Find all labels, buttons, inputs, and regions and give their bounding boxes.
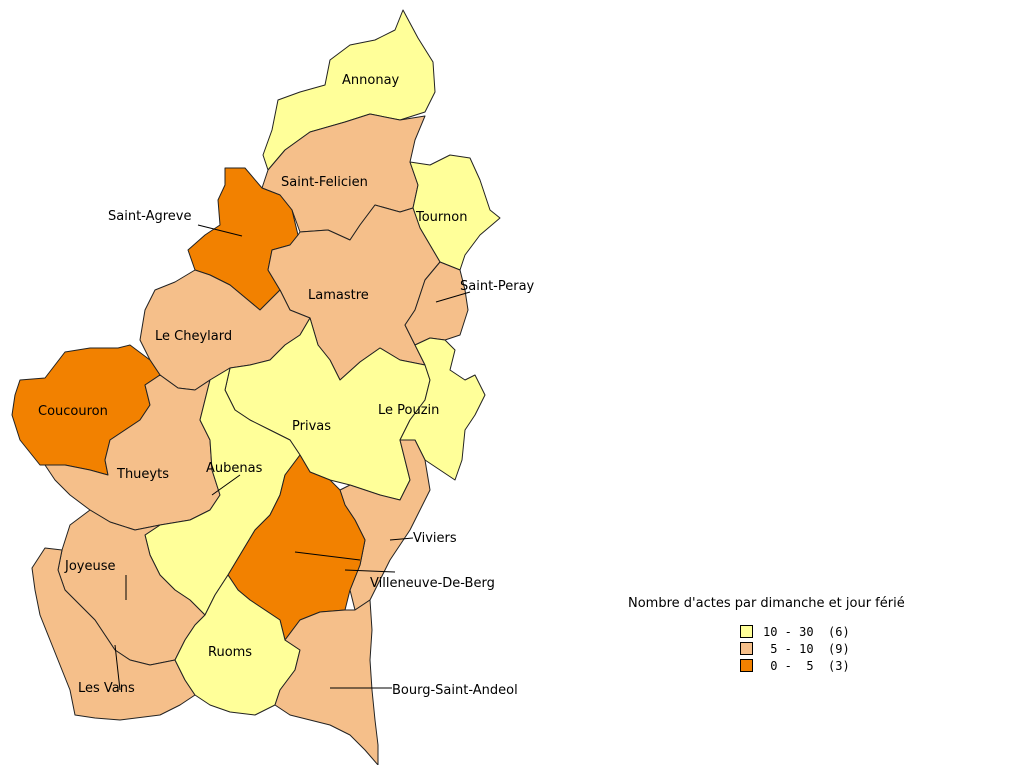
legend-range-5-10: 5 - 10 (9) [763, 641, 850, 656]
label-lamastre: Lamastre [308, 288, 369, 303]
label-viviers: Viviers [413, 531, 457, 546]
label-villeneuve-de-berg: Villeneuve-De-Berg [370, 576, 495, 591]
leader-viviers [389, 537, 414, 541]
label-joyeuse: Joyeuse [64, 559, 116, 574]
label-saint-felicien: Saint-Felicien [281, 175, 368, 190]
leader-villeneuve-de-berg [294, 551, 361, 561]
leader-villeneuve-de-berg-2 [344, 569, 396, 573]
label-thueyts: Thueyts [116, 467, 169, 482]
legend-item-10-30: 10 - 30 (6) [740, 623, 1008, 640]
label-les-vans: Les Vans [78, 681, 135, 696]
legend-range-10-30: 10 - 30 (6) [763, 624, 850, 639]
legend-item-0-5: 0 - 5 (3) [740, 657, 1008, 674]
label-tournon: Tournon [415, 210, 467, 225]
label-saint-agreve: Saint-Agreve [108, 209, 191, 224]
legend-range-0-5: 0 - 5 (3) [763, 658, 850, 673]
region-le-pouzin[interactable] [399, 337, 486, 481]
label-saint-peray: Saint-Peray [460, 279, 535, 294]
label-aubenas: Aubenas [206, 461, 263, 476]
region-bourg-saint-andeol[interactable] [274, 599, 379, 765]
label-le-pouzin: Le Pouzin [378, 403, 439, 418]
label-annonay: Annonay [342, 73, 400, 88]
leader-les-vans [114, 644, 121, 691]
label-ruoms: Ruoms [208, 645, 252, 660]
label-coucouron: Coucouron [38, 404, 108, 419]
leader-saint-peray [435, 291, 471, 303]
legend-item-5-10: 5 - 10 (9) [740, 640, 1008, 657]
legend: Nombre d'actes par dimanche et jour féri… [628, 596, 1008, 674]
leader-saint-agreve [197, 224, 243, 237]
legend-swatch-0-5 [740, 659, 753, 672]
label-le-cheylard: Le Cheylard [155, 329, 232, 344]
legend-swatch-10-30 [740, 625, 753, 638]
label-privas: Privas [292, 419, 331, 434]
label-bourg-saint-andeol: Bourg-Saint-Andeol [392, 683, 518, 698]
legend-swatch-5-10 [740, 642, 753, 655]
leader-aubenas [211, 474, 241, 496]
legend-title: Nombre d'actes par dimanche et jour féri… [628, 596, 905, 611]
